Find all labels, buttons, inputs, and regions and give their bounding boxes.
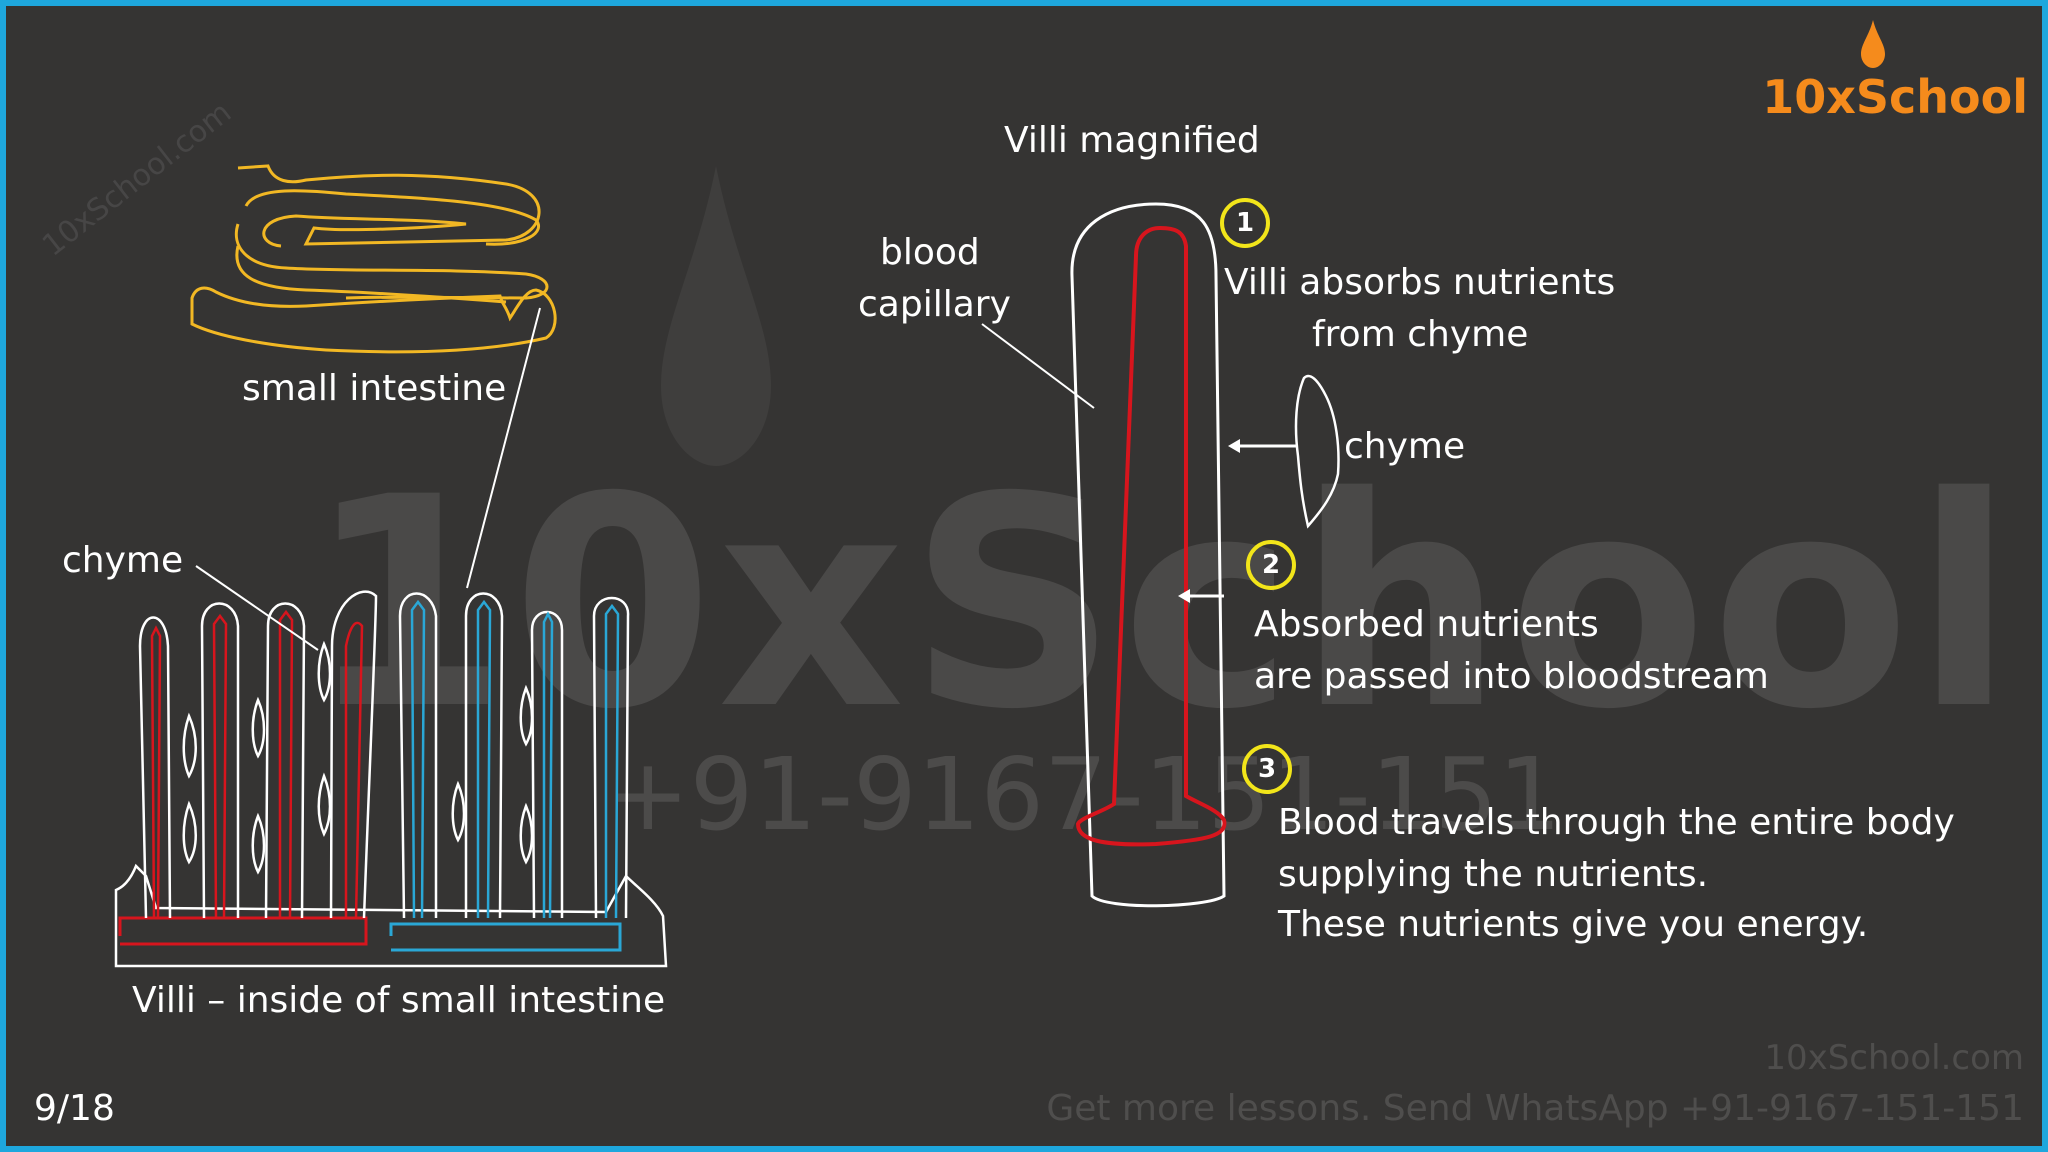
zoom-pointer-line [466, 307, 541, 589]
slide: 10xSchool +91-9167-151-151 10xSchool.com… [6, 6, 2042, 1146]
villi-cluster-drawing [114, 565, 668, 968]
small-intestine-drawing [190, 164, 557, 354]
step-3-line-1: Blood travels through the entire body [1278, 802, 1955, 843]
villus-4 [329, 590, 378, 919]
step-1-line-2: from chyme [1312, 314, 1529, 355]
small-intestine-label: small intestine [242, 368, 507, 409]
villi-magnified-title: Villi magnified [1004, 120, 1260, 161]
step-3-line-2: supplying the nutrients. [1278, 854, 1709, 895]
villus-3 [264, 602, 306, 919]
drop-icon [1861, 20, 1885, 68]
footer-whatsapp-text: Get more lessons. Send WhatsApp +91-9167… [1046, 1088, 2024, 1129]
watermark-logo-text: 10xSchool [306, 436, 2018, 773]
arrow-chyme-to-villus-icon [1228, 439, 1240, 453]
chyme-particles [182, 640, 534, 875]
villus-outline [1070, 202, 1226, 908]
magnified-villus-drawing [981, 202, 1340, 908]
diagram-canvas [114, 164, 1340, 968]
page-number: 9/18 [34, 1088, 115, 1129]
villus-2 [200, 602, 240, 919]
chyme-label-left: chyme [62, 540, 184, 581]
capillary-loop [1075, 225, 1227, 847]
arrow-into-capillary-icon [1178, 589, 1190, 603]
step-1-badge: 1 [1220, 198, 1270, 248]
villus-8 [592, 596, 630, 919]
footer-site: 10xSchool.com [1764, 1038, 2024, 1078]
brand-logo: 10xSchool [1762, 70, 2028, 124]
capillary-label-line1: blood [880, 232, 980, 273]
step-2-badge: 2 [1246, 540, 1296, 590]
chyme-label-right: chyme [1344, 426, 1466, 467]
step-2-line-1: Absorbed nutrients [1254, 604, 1599, 645]
villus-1 [138, 616, 172, 919]
chyme-blob [1294, 374, 1340, 529]
watermark-drop-icon [661, 166, 771, 466]
capillary-pointer-line [981, 323, 1095, 409]
chyme-pointer-line [195, 565, 319, 651]
villi-caption: Villi – inside of small intestine [132, 980, 666, 1021]
step-2-line-2: are passed into bloodstream [1254, 656, 1769, 697]
step-3-badge: 3 [1242, 744, 1292, 794]
villus-5 [398, 592, 438, 919]
capillary-label-line2: capillary [858, 284, 1011, 325]
step-3-line-3: These nutrients give you energy. [1278, 904, 1869, 945]
villus-6 [464, 592, 504, 919]
villus-7 [530, 610, 564, 919]
step-1-line-1: Villi absorbs nutrients [1224, 262, 1616, 303]
